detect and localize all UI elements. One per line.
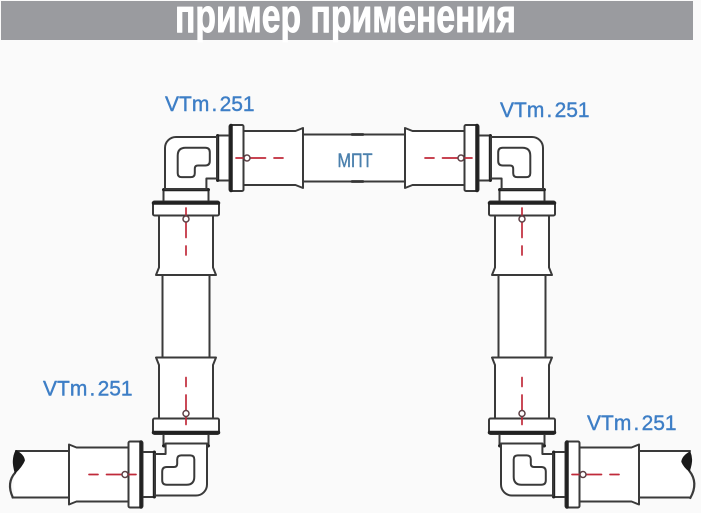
svg-text:VTm.251: VTm.251 [165, 93, 255, 116]
svg-text:VTm.251: VTm.251 [43, 378, 133, 401]
svg-text:VTm.251: VTm.251 [587, 412, 677, 435]
svg-text:VTm.251: VTm.251 [500, 99, 590, 122]
svg-text:пример применения: пример применения [175, 0, 516, 42]
svg-text:МПТ: МПТ [338, 150, 373, 172]
